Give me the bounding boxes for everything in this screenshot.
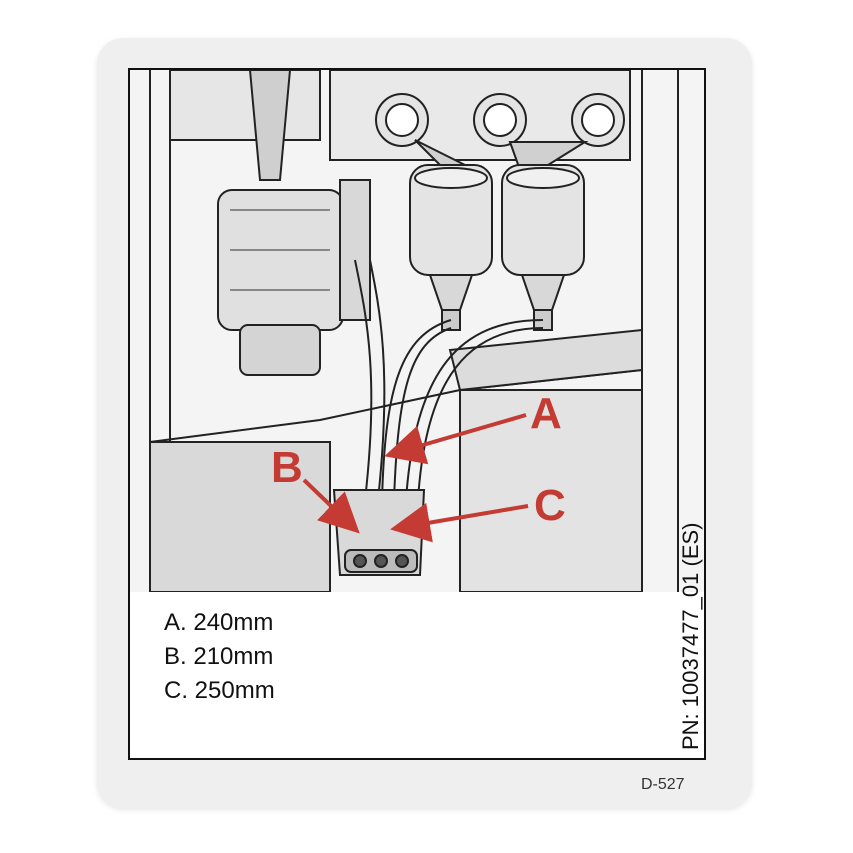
- callout-a: A: [530, 389, 562, 438]
- diagram-frame: A B C A. 240mm B. 210mm C. 250mm PN: 100…: [128, 68, 706, 760]
- label-code: D-527: [641, 776, 685, 793]
- ingredient-canisters: [375, 93, 625, 331]
- part-number: PN: 10037477_01 (ES): [678, 522, 703, 751]
- callout-b: B: [271, 443, 303, 492]
- arrow-b: [302, 478, 360, 534]
- legend-item-c: C. 250mm: [164, 677, 275, 704]
- machine-illustration: A B C: [130, 70, 704, 592]
- machine-frame: [130, 70, 704, 592]
- measurement-legend: A. 240mm B. 210mm C. 250mm: [164, 606, 275, 708]
- callout-arrows: [302, 413, 529, 543]
- arrow-a: [384, 413, 527, 465]
- arrow-c: [390, 502, 529, 543]
- legend-item-a: A. 240mm: [164, 609, 274, 636]
- callout-c: C: [534, 481, 566, 530]
- mixer-unit: [217, 70, 371, 376]
- outlet-block: [332, 489, 426, 576]
- legend-item-b: B. 210mm: [164, 643, 274, 670]
